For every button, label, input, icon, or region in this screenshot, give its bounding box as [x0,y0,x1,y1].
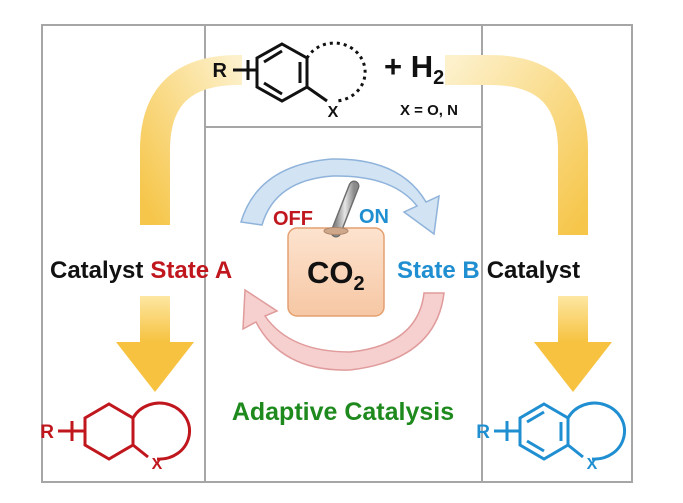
left-gold-arc [140,55,242,225]
blue-cycle-arrow [240,158,440,236]
state-b-text: State B [397,257,480,284]
product-b-hetero-atom: X [587,456,598,473]
left-state-label: Catalyst State A [50,257,232,284]
adaptive-catalysis-caption: Adaptive Catalysis [232,398,454,426]
co2-subscript: 2 [354,273,365,295]
reactant-hetero-atom: X [328,104,339,121]
red-cycle-arrow [242,288,445,371]
right-gold-arc [445,55,588,235]
plus-h2-main: + H [384,49,433,84]
switch-on-label: ON [359,206,389,228]
product-a-molecule [58,401,192,461]
product-b-molecule [494,401,627,461]
left-catalyst-text: Catalyst [50,257,143,284]
co2-main: CO [307,255,354,290]
x-definition: X = O, N [400,102,458,119]
product-b-substituent: R [476,422,490,443]
right-down-arrow [534,296,612,392]
product-a-hetero-atom: X [152,456,163,473]
reactant-molecule [233,41,367,103]
product-a-substituent: R [40,422,54,443]
switch-lever [323,180,360,238]
right-state-label: State B Catalyst [397,257,580,284]
right-catalyst-text: Catalyst [487,257,580,284]
left-down-arrow [116,296,194,392]
co2-label: CO2 [307,255,365,295]
reactant-substituent: R [213,60,228,82]
h2-subscript: 2 [433,67,444,89]
center-panel [204,126,483,483]
state-a-text: State A [150,257,232,284]
plus-h2: + H2 [384,49,444,89]
switch-off-label: OFF [273,208,313,230]
